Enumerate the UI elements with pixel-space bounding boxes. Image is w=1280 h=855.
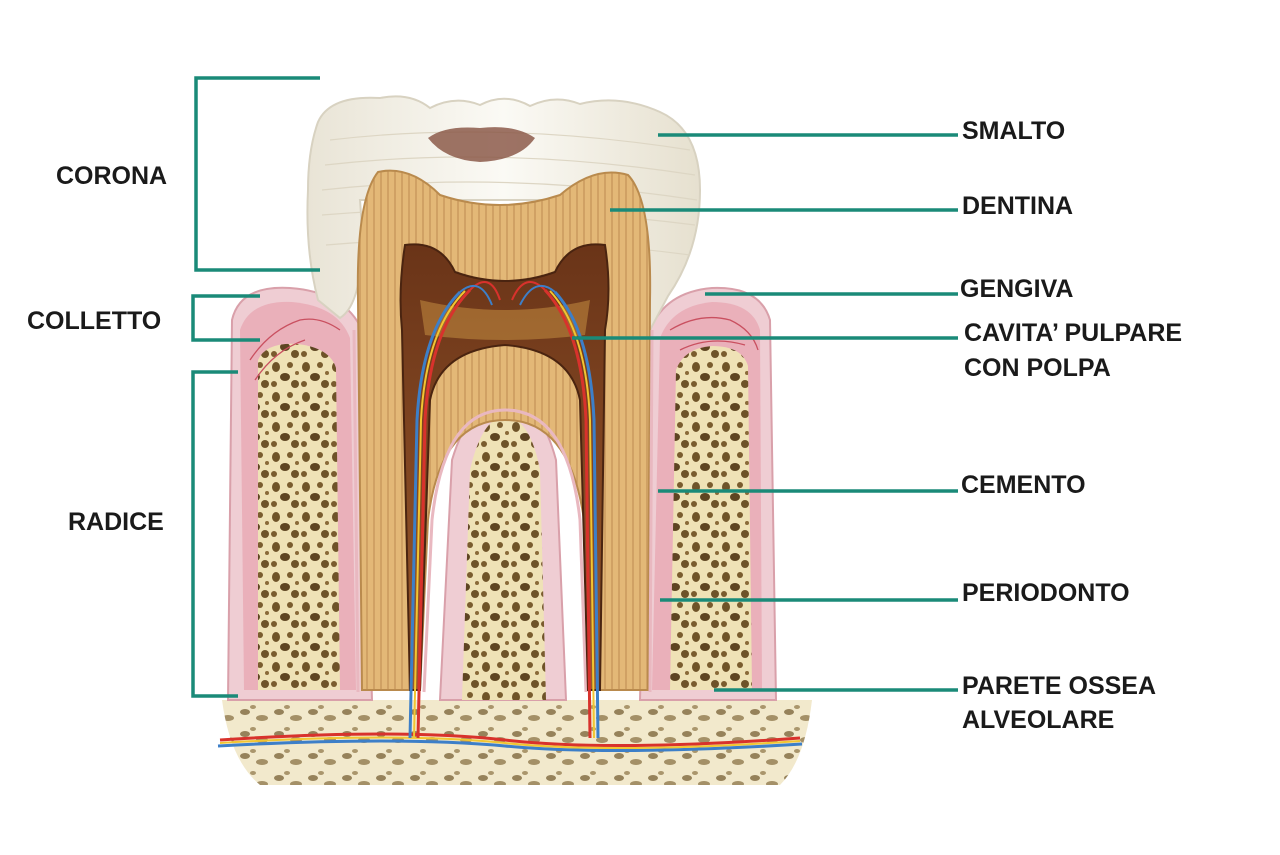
label-corona: CORONA bbox=[56, 162, 167, 190]
right-leader-lines bbox=[572, 133, 958, 692]
label-smalto: SMALTO bbox=[962, 117, 1065, 145]
label-cavita-line2: CON POLPA bbox=[964, 354, 1111, 382]
left-gum-and-bone bbox=[226, 286, 374, 701]
label-dentina: DENTINA bbox=[962, 192, 1073, 220]
label-parete-line1: PARETE OSSEA bbox=[962, 672, 1156, 700]
cementum-outline bbox=[352, 329, 654, 693]
corona-bracket bbox=[194, 76, 320, 272]
label-parete-line2: ALVEOLARE bbox=[962, 706, 1114, 734]
colletto-bracket bbox=[191, 294, 260, 342]
label-cemento: CEMENTO bbox=[961, 471, 1086, 499]
label-periodonto: PERIODONTO bbox=[962, 579, 1130, 607]
left-brackets bbox=[191, 76, 320, 698]
enamel bbox=[306, 95, 702, 332]
right-gum-and-bone bbox=[638, 286, 778, 701]
caries-spot bbox=[428, 127, 535, 162]
label-gengiva: GENGIVA bbox=[960, 275, 1073, 303]
interradicular-bone bbox=[438, 396, 568, 701]
radice-bracket bbox=[191, 370, 238, 698]
label-cavita-line1: CAVITA’ PULPARE bbox=[964, 319, 1182, 347]
label-radice: RADICE bbox=[68, 508, 164, 536]
pulp-chamber bbox=[399, 243, 610, 691]
blood-vessels-and-nerves bbox=[217, 281, 803, 753]
label-colletto: COLLETTO bbox=[27, 307, 161, 335]
pulp-tissue bbox=[420, 300, 590, 340]
